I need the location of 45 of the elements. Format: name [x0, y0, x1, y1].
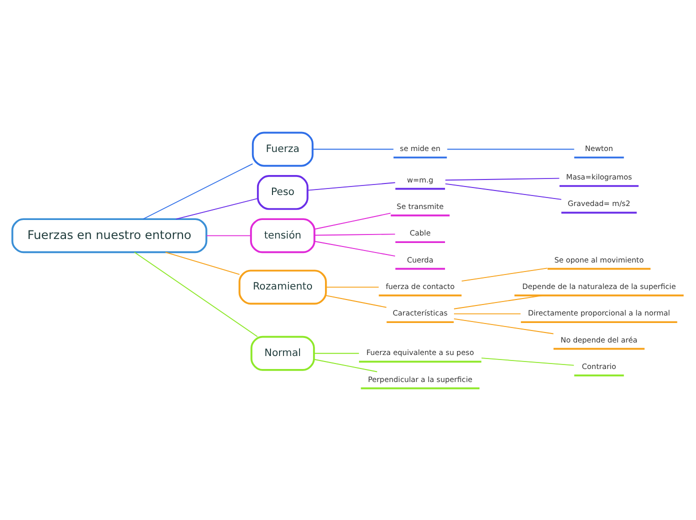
node-text: No depende del aréa [560, 334, 638, 344]
node-box: Fuerzas en nuestro entorno [11, 218, 208, 253]
node-box: tensión [250, 218, 316, 253]
connector [176, 198, 258, 220]
connector [314, 212, 392, 230]
connector [454, 294, 544, 309]
connector [134, 251, 258, 337]
node-text: fuerza de contacto [386, 281, 455, 290]
node-text: Directamente proporcional a la normal [528, 308, 670, 318]
connector [481, 357, 574, 366]
node-box: Peso [256, 174, 308, 210]
node-text: se mide en [400, 143, 440, 152]
node-text: Cuerda [407, 254, 434, 264]
connector [314, 240, 396, 256]
connector [314, 233, 396, 236]
connector [326, 294, 387, 308]
node-text: Depende de la naturaleza de la superficie [522, 281, 676, 290]
connector [312, 148, 394, 150]
connector [314, 358, 378, 372]
connector [446, 148, 575, 150]
connector [307, 182, 396, 190]
node-box: Rozamiento [238, 269, 327, 304]
node-text: Newton [585, 143, 614, 152]
node-text: w=m.g [407, 174, 434, 184]
connector [326, 286, 380, 288]
connector [461, 267, 548, 282]
connector [454, 312, 522, 314]
connector [454, 318, 554, 334]
connector [165, 251, 240, 274]
node-text: Contrario [582, 361, 616, 370]
connector [206, 234, 252, 236]
node-text: Características [392, 308, 448, 318]
node-text: Se transmite [396, 201, 444, 210]
node-text: Perpendicular a la superficie [368, 374, 472, 384]
connector [142, 162, 254, 219]
connector [444, 182, 562, 200]
node-text: Fuerza equivalente a su peso [366, 348, 474, 357]
connector [444, 177, 560, 180]
node-text: Cable [410, 228, 431, 238]
node-box: Fuerza [252, 131, 314, 166]
node-box: Normal [250, 335, 315, 370]
node-text: Masa=kilogramos [566, 172, 632, 181]
connector [314, 352, 360, 354]
node-text: Se opone al movimiento [554, 254, 644, 264]
node-text: Gravedad= m/s2 [568, 198, 630, 208]
